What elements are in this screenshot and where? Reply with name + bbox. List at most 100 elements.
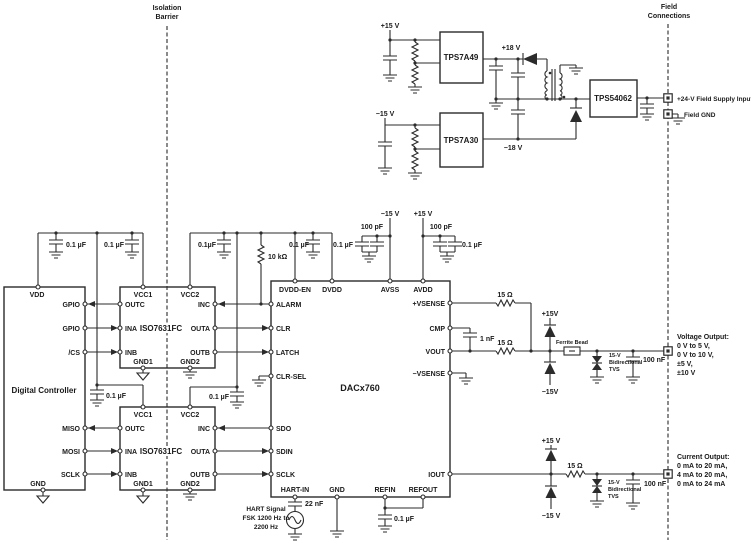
dac-dvdd: DVDD [322,287,342,294]
cap-value: 0.1 µF [209,394,230,401]
dac-alarm: ALARM [276,302,301,309]
cap-value: 0.1 µF [289,242,310,249]
field-connections-label: Field [661,4,677,11]
iso2-inb: INB [125,472,137,479]
digital-controller-label: Digital Controller [12,386,77,395]
iso2-outb: OUTB [190,472,210,479]
iso1-gnd1: GND1 [133,359,153,366]
resistor-value: 15 Ω [497,340,513,347]
voltage-output-terminal [663,346,673,356]
field-supply-terminal [663,93,673,103]
hart-signal-text: FSK 1200 Hz to [243,515,290,522]
cap-value: 100 nF [644,481,667,488]
rectifier-diode-icons [522,53,582,122]
pin-gpio1: GPIO [62,302,80,309]
dac-hart-in: HART-IN [281,487,309,494]
iso1-vcc2: VCC2 [181,292,200,299]
dac-avss: AVSS [381,287,400,294]
dac-cmp: CMP [429,326,445,333]
tvs-label: Bidirectional [608,487,642,493]
current-output-text: Current Output: [677,454,730,461]
pin-gpio2: GPIO [62,326,80,333]
field-gnd-terminal [663,109,673,119]
pin-miso: MISO [62,426,80,433]
tvs-label: Bidirectional [609,360,643,366]
pin-cs: /CS [68,350,80,357]
dac-refout: REFOUT [409,487,439,494]
isolation-barrier-label2: Barrier [156,14,179,21]
hart-signal-text: HART Signal [246,506,286,513]
hart-signal-text: 2200 Hz [254,524,279,531]
transformer-icon [544,69,566,101]
clamp-p15: +15 V [542,438,561,445]
iso2-gnd1: GND1 [133,481,153,488]
cap-value: 0.1 µF [394,516,415,523]
cap-value: 100 pF [430,224,453,231]
cap-value: 0.1 µF [66,242,87,249]
dac-latch: LATCH [276,350,299,357]
iso2-vcc1: VCC1 [134,412,153,419]
cap-value: 22 nF [305,501,324,508]
resistor-value: 15 Ω [567,463,583,470]
cap-value: 0.1 µF [104,242,125,249]
field-supply-label: +24-V Field Supply Input [677,96,751,103]
cap-value: 100 pF [361,224,384,231]
iso2-outc: OUTC [125,426,145,433]
iso1-ina: INA [125,326,137,333]
dac-gnd: GND [329,487,345,494]
dac-clr: CLR [276,326,290,333]
cap-value: 0.1 µF [106,393,127,400]
dac-sdin: SDIN [276,449,293,456]
tvs-label: 15-V [608,480,620,486]
clamp-p15: +15V [542,311,559,318]
voltage-output-text: 0 V to 10 V, [677,352,714,359]
iso2-inc: INC [198,426,210,433]
iso2-label: ISO7631FC [140,447,182,456]
component-symbols [35,37,686,541]
ferrite-bead-icon [563,346,581,356]
tps54062-label: TPS54062 [594,94,632,103]
dac-vsense-n: −VSENSE [413,371,446,378]
dac-clr-sel: CLR-SEL [276,374,307,381]
current-output-text: 0 mA to 20 mA, [677,463,727,470]
ac-source-icon [285,510,305,530]
resistor-value: 10 kΩ [268,254,288,261]
iso1-outc: OUTC [125,302,145,309]
label-patch-1 [141,324,182,333]
pin-sclk-ctrl: SCLK [61,472,80,479]
n15-rail-label: −15 V [381,211,400,218]
tvs-label: 15-V [609,353,621,359]
iso2-gnd2: GND2 [180,481,200,488]
iso1-gnd2: GND2 [180,359,200,366]
cap-value: 0.1 µF [462,242,483,249]
current-output-text: 0 mA to 24 mA [677,481,725,488]
iso1-inc: INC [198,302,210,309]
p15-rail-label: +15 V [381,23,400,30]
labels: Isolation Barrier Field Connections +15 … [12,4,751,531]
label-patch-2 [141,447,182,456]
iso2-outa: OUTA [191,449,210,456]
iso1-outa: OUTA [191,326,210,333]
voltage-output-text: ±10 V [677,370,696,377]
dac-iout: IOUT [428,472,445,479]
tps7a30-chip [439,112,484,168]
dac-refin: REFIN [375,487,396,494]
dac-sdo: SDO [276,426,292,433]
dac-vsense-p: +VSENSE [413,301,446,308]
isolation-barrier-label: Isolation [153,5,182,12]
voltage-output-text: 0 V to 5 V, [677,343,710,350]
iso2-vcc2: VCC2 [181,412,200,419]
voltage-output-text: Voltage Output: [677,334,729,341]
cap-value: 0.1µF [198,242,217,249]
tps54062-chip [589,79,638,118]
tps7a49-chip [439,31,484,84]
n15-rail-label: −15 V [376,111,395,118]
iso1-outb: OUTB [190,350,210,357]
dacx760-label: DACx760 [340,383,380,393]
p15-rail-label: +15 V [414,211,433,218]
iso2-ina: INA [125,449,137,456]
current-output-text: 4 mA to 20 mA, [677,472,727,479]
tps7a49-label: TPS7A49 [444,53,479,62]
